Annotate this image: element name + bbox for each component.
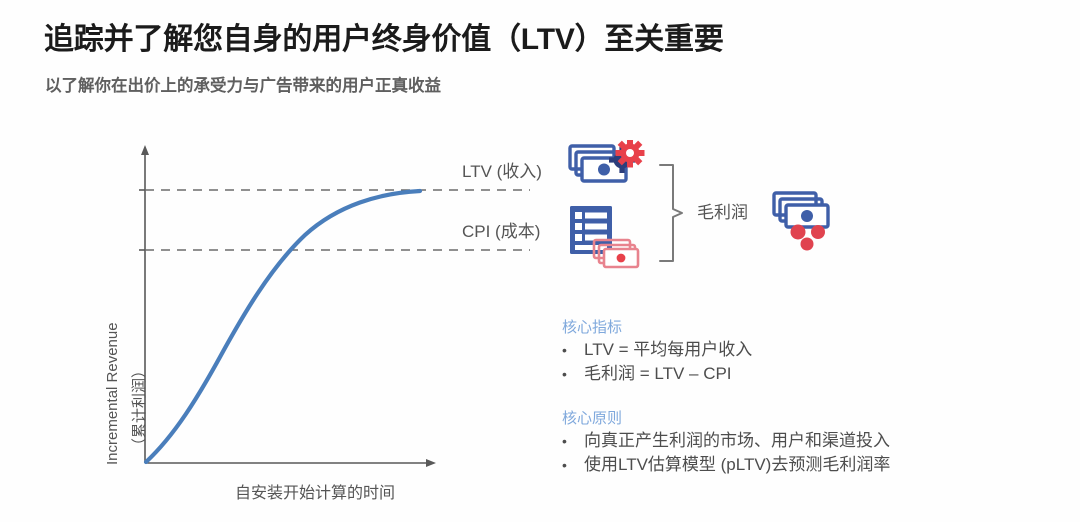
dot-right (811, 225, 825, 239)
list-item-text: 使用LTV估算模型 (pLTV)去预测毛利润率 (584, 455, 891, 475)
chart-svg (139, 145, 530, 467)
page-title: 追踪并了解您自身的用户终身价值（LTV）至关重要 (44, 23, 724, 56)
note-heading-core-principles: 核心原则 (562, 410, 623, 428)
list-banknotes-icon (566, 202, 646, 277)
y-axis-label-en: Incremental Revenue (104, 322, 121, 465)
dot-bottom (800, 237, 814, 251)
list-item-text: 毛利润 = LTV – CPI (584, 364, 732, 384)
ltv-callout-label: LTV (收入) (462, 162, 542, 181)
list-item: • 向真正产生利润的市场、用户和渠道投入 (562, 429, 1012, 453)
x-axis-label: 自安装开始计算的时间 (235, 485, 396, 502)
ltv-curve-chart: Incremental Revenue （累计利润） 自安装开始计算的时间 (80, 135, 530, 515)
page-subtitle: 以了解你在出价上的承受力与广告带来的用户正真收益 (45, 77, 441, 95)
gear-front-icon (615, 138, 645, 168)
curly-brace-icon (655, 162, 695, 269)
incremental-revenue-curve (143, 188, 423, 465)
note-list-core-principles: • 向真正产生利润的市场、用户和渠道投入 • 使用LTV估算模型 (pLTV)去… (562, 429, 1012, 477)
list-item-text: 向真正产生利润的市场、用户和渠道投入 (584, 431, 890, 451)
y-axis-label-cn: （累计利润） (131, 362, 148, 453)
list-item: • LTV = 平均每用户收入 (562, 338, 1012, 362)
dot-left (790, 224, 806, 240)
bullet-glyph: • (562, 433, 567, 450)
note-group-core-principles: 核心原则 • 向真正产生利润的市场、用户和渠道投入 • 使用LTV估算模型 (p… (562, 407, 1012, 477)
list-item-text: LTV = 平均每用户收入 (584, 340, 753, 359)
y-axis-arrow (141, 145, 149, 155)
banknotes-gear-icon (566, 138, 646, 203)
banknotes-dots-icon (770, 188, 846, 259)
x-axis-arrow (426, 459, 436, 467)
list-item: • 毛利润 = LTV – CPI (562, 362, 1012, 386)
bullet-glyph: • (562, 342, 567, 358)
bullet-glyph: • (562, 457, 567, 474)
note-heading-core-metrics: 核心指标 (562, 319, 623, 336)
cpi-callout-label: CPI (成本) (462, 222, 541, 241)
notes-panel: 核心指标 • LTV = 平均每用户收入 • 毛利润 = LTV – CPI 核… (562, 316, 1012, 478)
gross-profit-label: 毛利润 (697, 203, 748, 222)
bullet-glyph: • (562, 366, 567, 383)
note-list-core-metrics: • LTV = 平均每用户收入 • 毛利润 = LTV – CPI (562, 338, 1012, 386)
note-group-core-metrics: 核心指标 • LTV = 平均每用户收入 • 毛利润 = LTV – CPI (562, 316, 1012, 386)
list-item: • 使用LTV估算模型 (pLTV)去预测毛利润率 (562, 453, 1012, 477)
